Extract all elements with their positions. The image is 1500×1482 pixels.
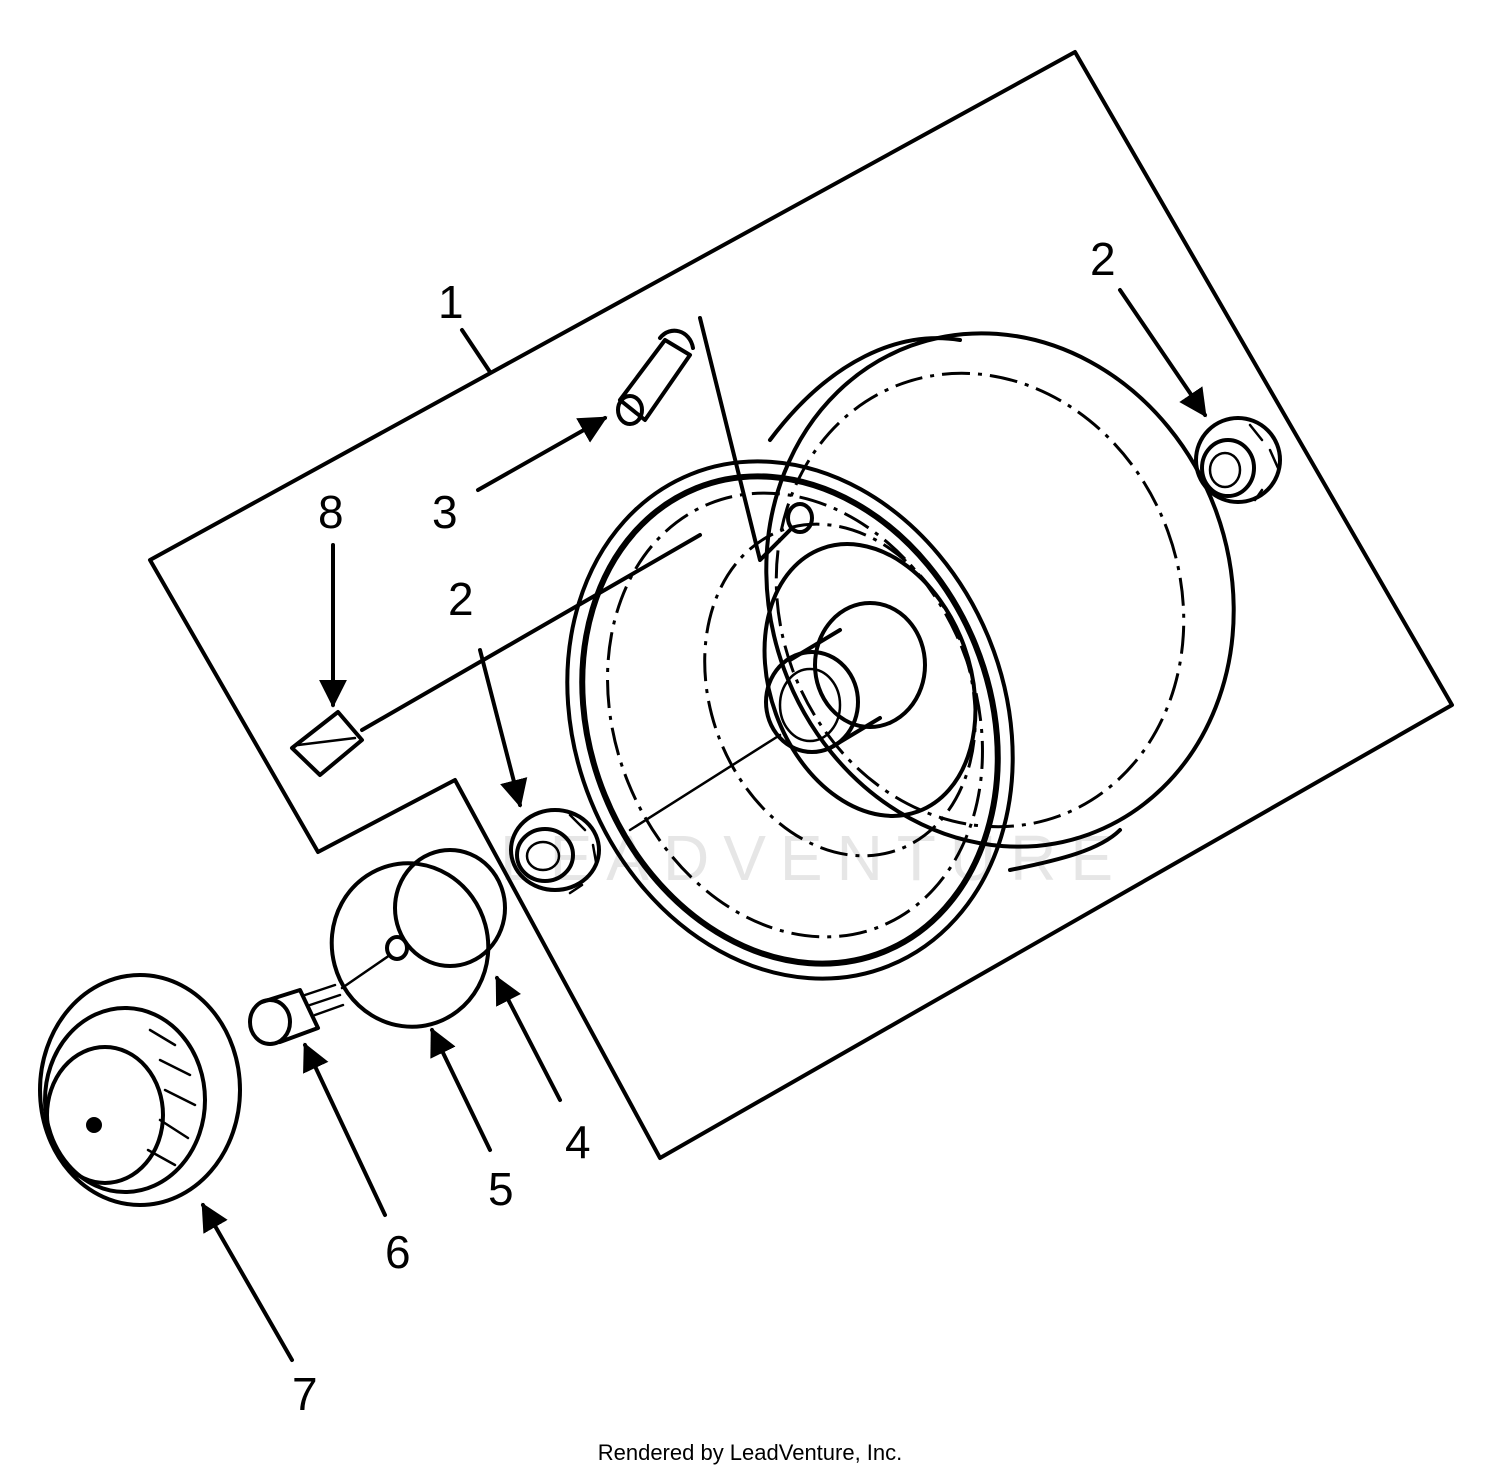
callout-4: 4 [565,1116,591,1168]
valve-cap [290,710,364,777]
callout-3: 3 [432,486,458,538]
leader-lines [201,288,1207,1362]
bearing-right [1194,416,1282,504]
assembly-outline [148,50,1454,1160]
valve-stem [616,328,695,426]
bearing-left [509,808,601,895]
callout-8: 8 [318,486,344,538]
callout-2-left: 2 [448,573,474,625]
callout-2-right: 2 [1090,233,1116,285]
callout-6: 6 [385,1226,411,1278]
wheel-rim [565,331,1236,981]
hub-disc [329,848,507,1029]
callout-7: 7 [292,1368,318,1420]
hub-assembly [38,973,242,1207]
callout-1: 1 [438,276,464,328]
footer-credit: Rendered by LeadVenture, Inc. [597,1440,903,1465]
watermark-text: LEADVENTURE [500,822,1127,894]
bolt [248,983,345,1046]
callout-5: 5 [488,1163,514,1215]
